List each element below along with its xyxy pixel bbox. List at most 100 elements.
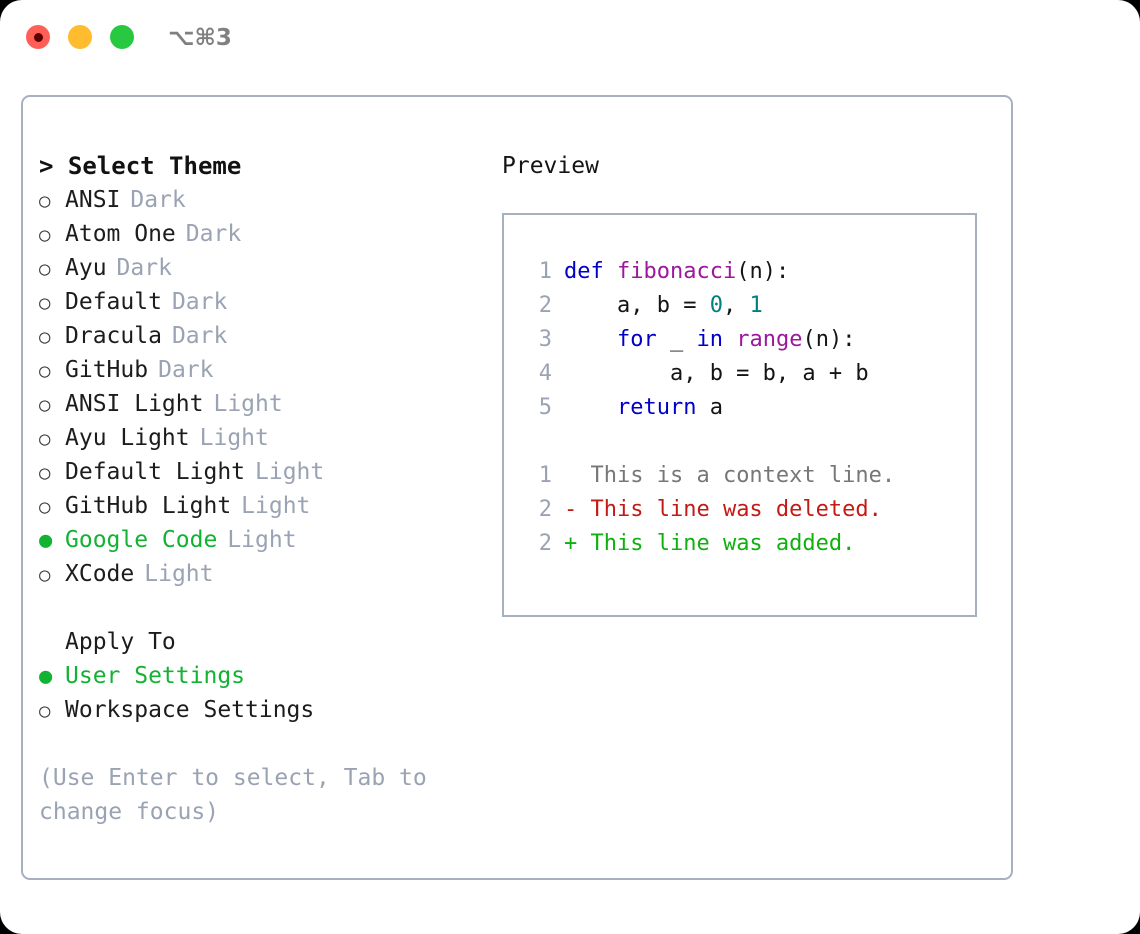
theme-option-label: ANSI Light	[65, 391, 204, 417]
code-token-pln: a, b = b, a + b	[564, 361, 869, 386]
radio-unselected-icon: ○	[39, 496, 51, 518]
theme-option-github-light[interactable]: ○ GitHub Light Light	[39, 489, 499, 523]
radio-unselected-icon: ○	[39, 462, 51, 484]
radio-unselected-icon: ○	[39, 428, 51, 450]
code-token-pln: ,	[722, 293, 750, 318]
theme-option-mode-badge: Dark	[171, 323, 228, 349]
code-token-kw: return	[616, 395, 697, 420]
apply-to-option-workspace-settings[interactable]: ○Workspace Settings	[39, 693, 499, 727]
code-line: 1 def fibonacci(n):	[520, 255, 969, 289]
code-token-kw: for	[616, 327, 657, 352]
keyboard-hint-text: (Use Enter to select, Tab to change focu…	[39, 765, 441, 825]
theme-option-mode-badge: Light	[227, 527, 297, 553]
code-token-pln: a	[696, 395, 723, 420]
code-line: 4 a, b = b, a + b	[520, 357, 969, 391]
apply-to-option-list: ●User Settings○Workspace Settings	[39, 659, 499, 727]
theme-option-google-code[interactable]: ● Google Code Light	[39, 523, 499, 557]
code-token-pln	[564, 395, 617, 420]
theme-option-ayu[interactable]: ○ Ayu Dark	[39, 251, 499, 285]
select-theme-header: > Select Theme	[39, 152, 242, 180]
theme-option-mode-badge: Dark	[116, 255, 172, 281]
radio-unselected-icon: ○	[39, 564, 51, 586]
theme-option-label: Google Code	[65, 527, 218, 553]
diff-line: 1 This is a context line.	[520, 459, 969, 493]
code-line-text: return a	[564, 391, 723, 425]
code-token-pln: a, b =	[564, 293, 710, 318]
theme-option-ansi-light[interactable]: ○ ANSI Light Light	[39, 387, 499, 421]
theme-option-mode-badge: Dark	[158, 357, 214, 383]
code-line: 3 for _ in range(n):	[520, 323, 969, 357]
diff-line-number: 2	[538, 531, 552, 556]
code-token-kw: in	[696, 327, 723, 352]
radio-unselected-icon: ○	[39, 292, 51, 314]
diff-line-text: This is a context line.	[577, 463, 896, 488]
code-line: 2 a, b = 0, 1	[520, 289, 969, 323]
apply-to-header: Apply To	[65, 629, 176, 655]
theme-option-label: Atom One	[65, 221, 176, 247]
radio-unselected-icon: ○	[39, 224, 51, 246]
code-line-text: for _ in range(n):	[564, 323, 855, 357]
theme-option-label: Ayu Light	[65, 425, 190, 451]
keyboard-shortcut-label: ⌥⌘3	[168, 25, 232, 51]
theme-option-label: Default Light	[65, 459, 246, 485]
code-token-pln: _	[656, 327, 697, 352]
code-line-text: def fibonacci(n):	[564, 255, 789, 289]
radio-unselected-icon: ○	[39, 326, 51, 348]
code-token-fn: range	[736, 327, 803, 352]
theme-option-mode-badge: Dark	[171, 289, 228, 315]
code-token-pln	[564, 327, 617, 352]
code-line-text: a, b = b, a + b	[564, 357, 869, 391]
code-token-kw: def	[564, 259, 617, 284]
theme-option-mode-badge: Light	[144, 561, 214, 587]
code-token-pln: (n):	[736, 259, 790, 284]
theme-option-mode-badge: Light	[241, 493, 311, 519]
code-line-number: 5	[538, 395, 552, 420]
code-line-text: a, b = 0, 1	[564, 289, 763, 323]
theme-option-label: GitHub	[65, 357, 149, 383]
theme-option-ayu-light[interactable]: ○ Ayu Light Light	[39, 421, 499, 455]
code-token-pln: (n):	[802, 327, 856, 352]
preview-title: Preview	[502, 153, 599, 179]
diff-line: 2 + This line was added.	[520, 527, 969, 561]
traffic-light-buttons	[26, 25, 134, 49]
radio-unselected-icon: ○	[39, 258, 51, 280]
code-line-number: 4	[538, 361, 552, 386]
diff-line: 2- This line was deleted.	[520, 493, 969, 527]
code-token-num: 0	[709, 293, 723, 318]
code-line-number: 1	[538, 259, 552, 284]
minimize-button[interactable]	[68, 25, 92, 49]
radio-selected-icon: ●	[39, 528, 53, 553]
apply-to-option-label: User Settings	[65, 663, 246, 689]
code-diff-spacer	[520, 425, 969, 459]
maximize-button[interactable]	[110, 25, 134, 49]
theme-option-mode-badge: Light	[199, 425, 269, 451]
close-button[interactable]	[26, 25, 50, 49]
diff-line-number: 1	[538, 463, 552, 488]
code-line: 5 return a	[520, 391, 969, 425]
apply-to-option-label: Workspace Settings	[65, 697, 315, 723]
theme-option-label: GitHub Light	[65, 493, 232, 519]
apply-to-option-user-settings[interactable]: ●User Settings	[39, 659, 499, 693]
theme-option-label: Ayu	[65, 255, 107, 281]
radio-unselected-icon: ○	[39, 190, 51, 212]
code-token-pln	[723, 327, 736, 352]
theme-option-mode-badge: Light	[213, 391, 283, 417]
diff-line-text: This line was deleted.	[577, 497, 882, 522]
diff-sign: +	[564, 531, 578, 556]
radio-unselected-icon: ○	[39, 394, 51, 416]
diff-line-text: This line was added.	[577, 531, 856, 556]
diff-sign	[564, 459, 577, 493]
